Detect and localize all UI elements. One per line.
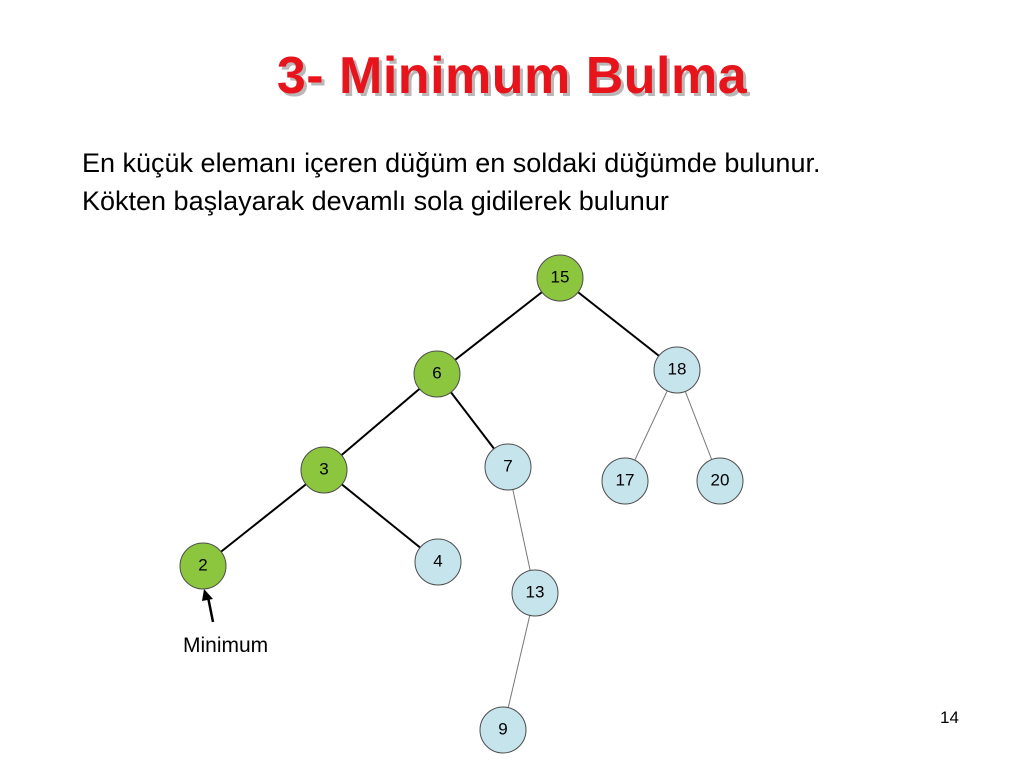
minimum-label: Minimum	[183, 634, 269, 657]
node-label-15: 15	[551, 268, 570, 287]
tree-node-13: 13	[511, 569, 559, 617]
slide-title: 3- Minimum Bulma	[276, 47, 748, 105]
tree-node-7: 7	[484, 443, 532, 491]
node-label-2: 2	[198, 556, 207, 575]
node-circle-20	[696, 457, 744, 505]
slide-body: En küçük elemanı içeren düğüm en soldaki…	[82, 144, 962, 220]
node-label-6: 6	[432, 364, 441, 383]
tree-node-18: 18	[653, 346, 701, 394]
tree-node-6: 6	[413, 350, 461, 398]
edge-3-2	[202, 469, 325, 567]
node-circle-15	[536, 254, 584, 302]
node-circle-4	[414, 538, 462, 586]
tree-node-20: 20	[696, 457, 744, 505]
edge-3-4	[323, 469, 439, 563]
tree-node-17: 17	[601, 457, 649, 505]
node-circle-2	[179, 542, 227, 590]
tree-node-9: 9	[479, 706, 527, 754]
node-circle-13	[511, 569, 559, 617]
node-label-20: 20	[711, 471, 730, 490]
edge-15-6	[436, 277, 561, 375]
node-label-3: 3	[319, 460, 328, 479]
node-label-9: 9	[498, 720, 507, 739]
edge-15-18	[559, 277, 678, 371]
tree-edges	[202, 277, 721, 731]
minimum-arrow-shaft	[206, 596, 215, 623]
node-label-13: 13	[526, 583, 545, 602]
node-label-17: 17	[616, 471, 635, 490]
tree-node-4: 4	[414, 538, 462, 586]
node-circle-18	[653, 346, 701, 394]
minimum-arrow	[202, 589, 215, 623]
tree-node-15: 15	[536, 254, 584, 302]
tree-node-2: 2	[179, 542, 227, 590]
tree-node-3: 3	[300, 446, 348, 494]
body-line-1: En küçük elemanı içeren düğüm en soldaki…	[82, 148, 821, 178]
node-circle-7	[484, 443, 532, 491]
node-label-4: 4	[433, 552, 442, 571]
edge-6-3	[323, 373, 438, 471]
node-circle-17	[601, 457, 649, 505]
node-circle-9	[479, 706, 527, 754]
body-line-2: Kökten başlayarak devamlı sola gidilerek…	[82, 186, 669, 216]
minimum-arrow-head	[202, 589, 213, 601]
page-number: 14	[940, 708, 959, 727]
node-label-18: 18	[668, 360, 687, 379]
node-circle-6	[413, 350, 461, 398]
tree-nodes: 15 6 18 3 7 17 20 2 4 13 9	[179, 254, 744, 754]
node-circle-3	[300, 446, 348, 494]
node-label-7: 7	[503, 457, 512, 476]
